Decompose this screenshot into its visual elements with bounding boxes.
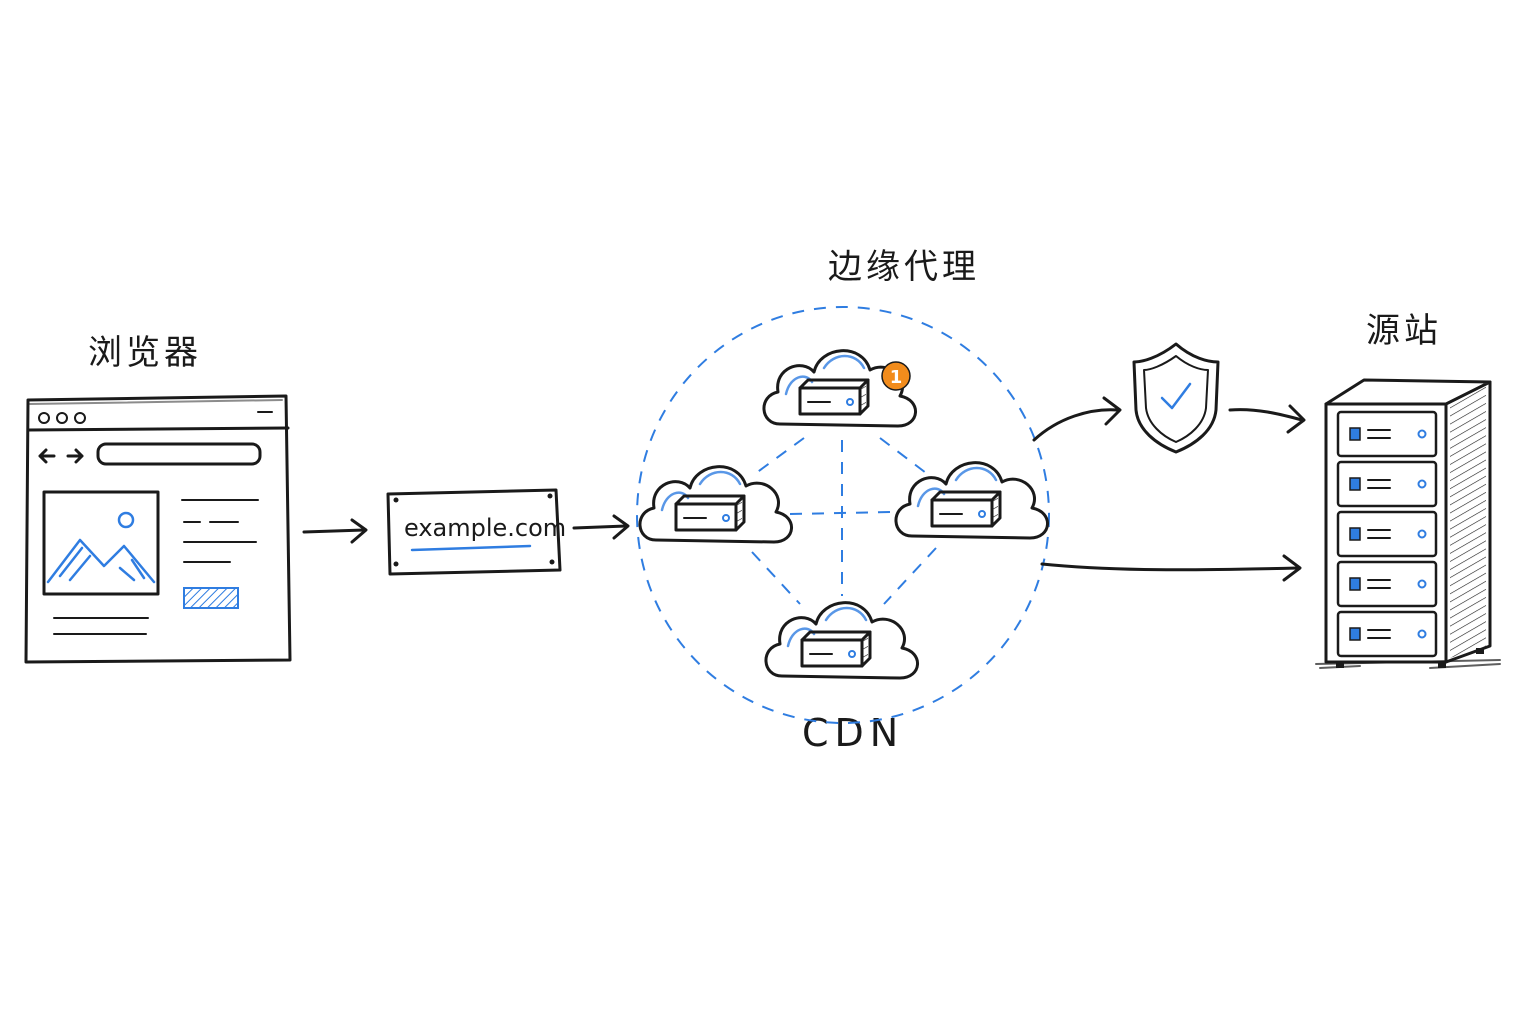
arrow-cdn-to-shield [1032, 396, 1122, 442]
cdn-boundary [636, 306, 1050, 724]
domain-plate-icon: example.com [386, 488, 566, 576]
origin-label: 源站 [1366, 311, 1442, 351]
rack-unit [1336, 560, 1438, 608]
rack-unit [1336, 460, 1438, 508]
browser-window-icon [24, 394, 292, 664]
cloud-server-icon [764, 601, 920, 680]
rack-unit [1336, 410, 1438, 458]
rack-units [1336, 410, 1438, 658]
cloud-server-icon [894, 461, 1050, 540]
arrow-browser-to-url [302, 518, 368, 544]
rack-unit [1336, 610, 1438, 658]
notification-badge: 1 [881, 361, 911, 391]
arrow-url-to-cdn [572, 514, 630, 540]
url-text: example.com [404, 514, 566, 542]
cloud-server-icon [638, 465, 794, 544]
browser-label: 浏览器 [88, 333, 202, 373]
arrow-shield-to-origin [1228, 404, 1306, 434]
shield-check-icon [1132, 342, 1220, 454]
rack-unit [1336, 510, 1438, 558]
badge-count: 1 [890, 367, 903, 388]
server-rack-icon [1315, 378, 1501, 669]
cdn-mesh-links [751, 437, 937, 605]
edge-proxy-label: 边缘代理 [828, 247, 980, 287]
cdn-label: CDN [802, 711, 904, 755]
arrow-cdn-to-origin [1040, 554, 1302, 582]
